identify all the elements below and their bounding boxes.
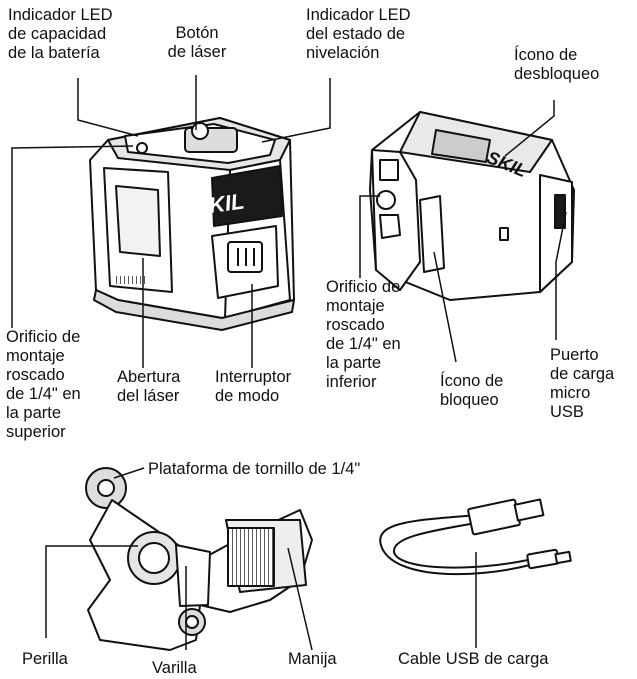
label-led-level: Indicador LED del estado de nivelación [306,6,411,62]
clamp-accessory [85,467,313,651]
leader-lines [11,75,567,651]
label-mount-top: Orificio de montaje roscado de 1/4" en l… [6,328,81,441]
label-laser-button: Botón de láser [167,24,227,61]
laser-level-rear [369,111,575,301]
label-laser-aperture: Abertura del láser [117,368,181,405]
usb-cable [379,498,572,576]
label-mount-bottom: Orificio de montaje roscado de 1/4" en l… [326,278,401,391]
label-lock-icon: Ícono de bloqueo [440,372,504,409]
laser-level-front [89,117,295,331]
label-unlock-icon: Ícono de desbloqueo [514,46,600,83]
label-knob: Perilla [22,650,68,668]
label-led-battery: Indicador LED de capacidad de la batería [8,6,113,62]
label-mode-switch: Interruptor de modo [215,368,292,405]
label-usb-cable: Cable USB de carga [398,650,549,668]
label-handle: Manija [288,650,337,668]
label-rod: Varilla [152,659,197,677]
label-screw-platform: Plataforma de tornillo de 1/4" [148,460,361,478]
label-usb-port: Puerto de carga micro USB [550,346,615,421]
